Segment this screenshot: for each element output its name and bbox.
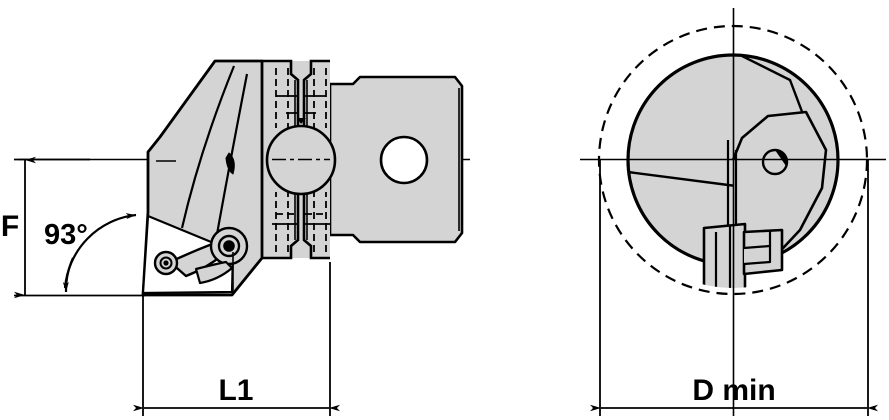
hidden-line-lower-right bbox=[313, 192, 327, 252]
clamp-screw-torx-socket bbox=[223, 240, 235, 252]
hidden-line-upper-right bbox=[313, 68, 327, 128]
dimension-label-l1: L1 bbox=[218, 374, 253, 407]
insert-shim bbox=[194, 260, 234, 285]
dimension-label-angle: 93° bbox=[44, 219, 88, 251]
side-view bbox=[18, 59, 470, 297]
front-view-dimensions: D min bbox=[590, 160, 878, 416]
chip-groove-marker bbox=[225, 152, 235, 175]
head-arc-outer bbox=[180, 65, 236, 229]
hidden-chamfer-mark bbox=[297, 118, 306, 124]
dimension-label-dmin: D min bbox=[692, 374, 775, 407]
side-view-dimensions: F 93° L1 bbox=[1, 156, 340, 416]
hidden-line-upper-left bbox=[275, 68, 289, 128]
front-view bbox=[580, 8, 886, 416]
dimension-label-f: F bbox=[1, 210, 19, 243]
pivot-screw-socket bbox=[163, 260, 169, 266]
front-clamp-block bbox=[702, 222, 747, 288]
front-coolant-hole-shading bbox=[775, 150, 787, 166]
shank-through-hole bbox=[379, 135, 429, 185]
front-face-line-lower bbox=[628, 170, 737, 188]
hidden-line-lower-left bbox=[275, 192, 289, 252]
angle-arc-lower bbox=[62, 257, 75, 293]
front-insert-facet bbox=[743, 244, 772, 266]
